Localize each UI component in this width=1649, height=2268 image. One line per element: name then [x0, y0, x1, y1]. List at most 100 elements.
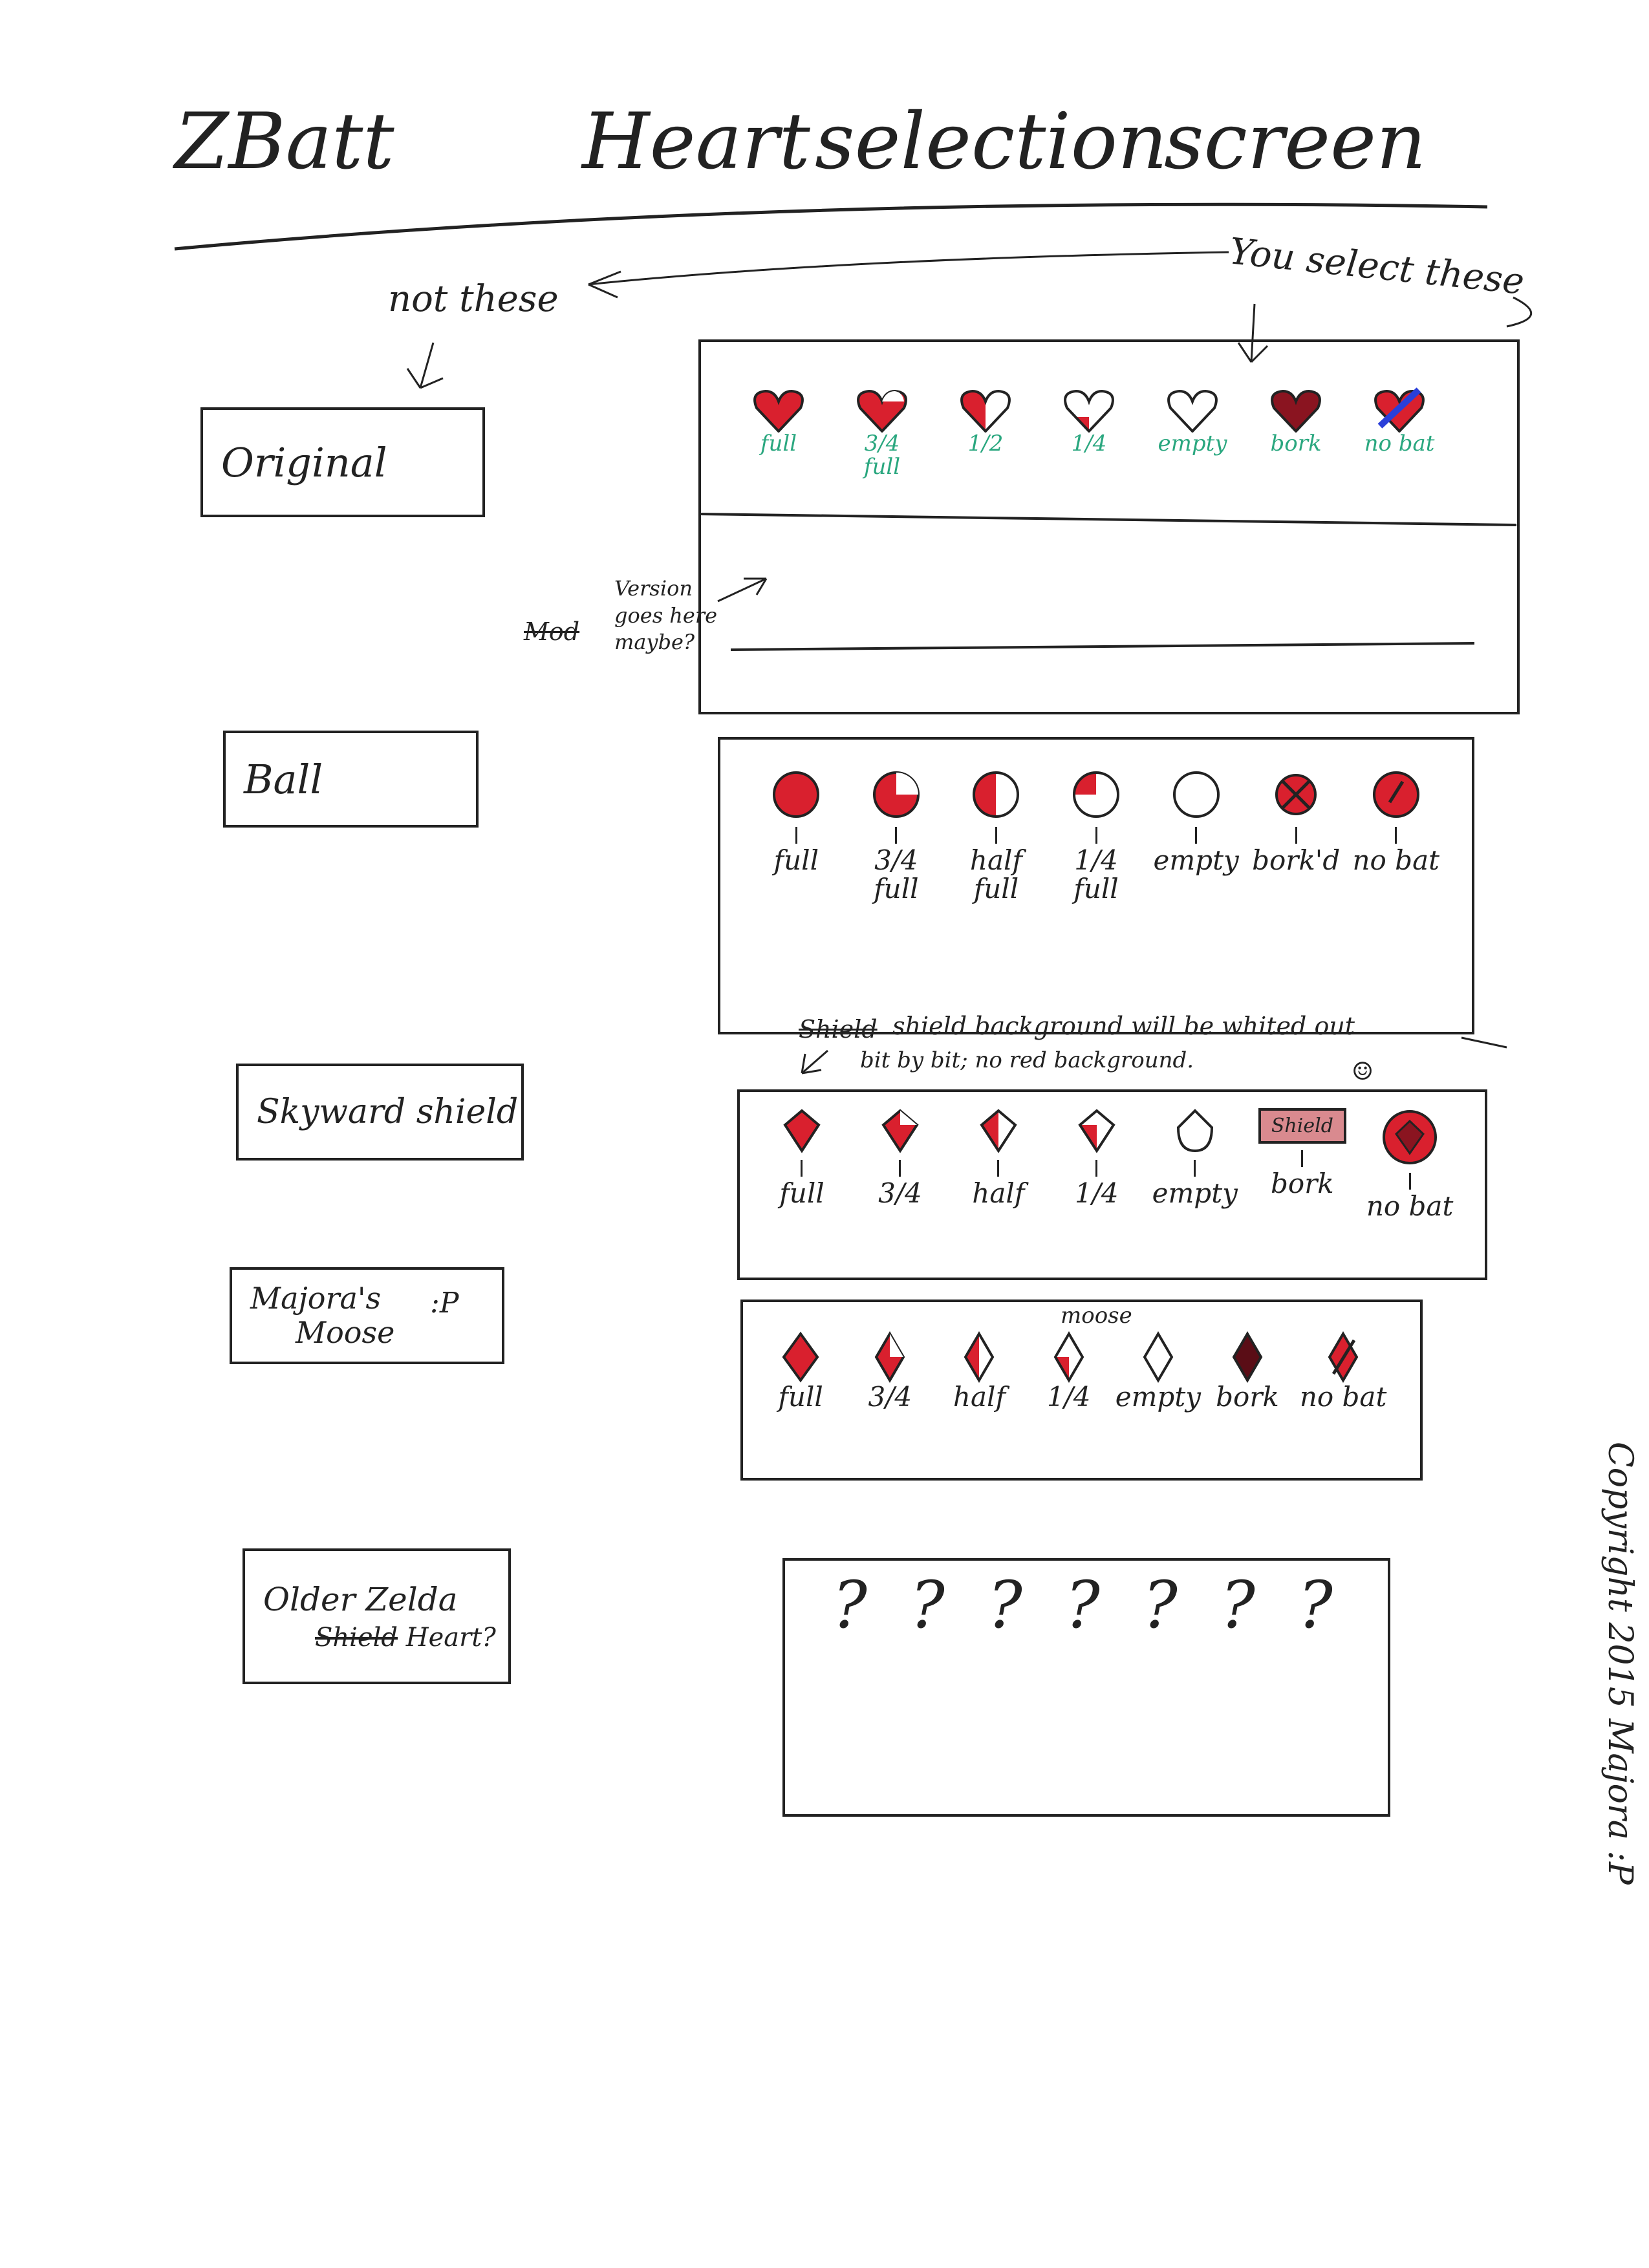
- panel-original[interactable]: full 3/4 full 1/2 1/4 empty bork no bat: [698, 339, 1520, 714]
- style-name-original[interactable]: Original: [200, 407, 485, 517]
- shield-note-strike: Shield: [799, 1015, 878, 1043]
- shield-note-line1: shield background will be whited out: [892, 1012, 1355, 1040]
- question-mark-icon[interactable]: ?: [1065, 1567, 1100, 1643]
- question-mark-icon[interactable]: ?: [1220, 1567, 1255, 1643]
- icon-cell[interactable]: full: [727, 387, 830, 478]
- heart-half-icon: [960, 389, 1011, 433]
- ball-three-quarter-icon: [872, 771, 920, 818]
- icon-label: full: [779, 1177, 824, 1209]
- title-selection: selection: [815, 97, 1168, 187]
- shield-quarter-icon: [1078, 1109, 1116, 1153]
- icon-cell[interactable]: bork'd: [1246, 769, 1346, 903]
- ball-empty-icon: [1172, 771, 1220, 818]
- ball-half-icon: [973, 771, 1020, 818]
- icon-cell[interactable]: 3/4 full: [846, 769, 947, 903]
- panel-ball[interactable]: full 3/4 full half full 1/4 full empty b…: [718, 737, 1474, 1034]
- icon-label: full: [778, 1381, 823, 1413]
- panel-older-zelda[interactable]: ? ? ? ? ? ? ?: [782, 1558, 1390, 1817]
- icon-label: empty: [1115, 1381, 1201, 1413]
- icon-cell[interactable]: bork: [1244, 387, 1348, 478]
- panel-skyward-shield[interactable]: full 3/4 half 1/4 empty Shield bork: [737, 1089, 1487, 1280]
- icon-cell[interactable]: 1/4: [1037, 387, 1141, 478]
- icon-cell[interactable]: empty: [1146, 1108, 1244, 1221]
- icon-cell[interactable]: half: [934, 1331, 1024, 1411]
- icon-cell[interactable]: empty: [1146, 769, 1246, 903]
- icon-label: half: [972, 1177, 1025, 1209]
- moose-no-bat-icon: [1328, 1331, 1359, 1383]
- not-these-note: not these: [388, 278, 559, 320]
- icon-label: empty: [1152, 1177, 1238, 1209]
- icon-cell[interactable]: 1/4: [1024, 1331, 1114, 1411]
- icon-cell[interactable]: 3/4: [851, 1108, 949, 1221]
- icon-row-majoras-moose: full 3/4 half 1/4 empty bork no bat: [756, 1331, 1394, 1411]
- title-heart: Heart: [582, 97, 810, 187]
- icon-label: full: [760, 431, 797, 456]
- icon-cell[interactable]: no bat: [1346, 769, 1446, 903]
- icon-row-older-zelda: ? ? ? ? ? ? ?: [811, 1567, 1362, 1643]
- style-name-line1: Older Zelda: [263, 1580, 458, 1618]
- question-mark-icon[interactable]: ?: [832, 1567, 867, 1643]
- icon-label: 1/4: [1046, 1381, 1091, 1413]
- icon-cell[interactable]: empty: [1114, 1331, 1203, 1411]
- style-name-line2: Shield Heart?: [263, 1621, 496, 1654]
- version-note: Version goes here maybe?: [614, 576, 718, 655]
- shield-full-icon: [783, 1109, 821, 1153]
- icon-label: bork: [1270, 431, 1322, 456]
- icon-label: half: [953, 1381, 1006, 1413]
- icon-cell[interactable]: bork: [1203, 1331, 1292, 1411]
- ball-quarter-icon: [1073, 771, 1120, 818]
- moose-half-icon: [964, 1331, 995, 1383]
- icon-label: 3/4 full: [874, 844, 919, 905]
- icon-cell[interactable]: half: [949, 1108, 1048, 1221]
- icon-cell[interactable]: 1/4 full: [1046, 769, 1147, 903]
- icon-label: 3/4: [868, 1381, 912, 1413]
- icon-label: empty: [1158, 431, 1227, 456]
- question-mark-icon[interactable]: ?: [910, 1567, 945, 1643]
- question-mark-icon[interactable]: ?: [1298, 1567, 1333, 1643]
- icon-label: no bat: [1364, 431, 1435, 456]
- heart-empty-icon: [1167, 389, 1218, 433]
- shield-note-line2: bit by bit; no red background.: [860, 1047, 1194, 1073]
- heart-three-quarter-icon: [857, 389, 907, 433]
- heart-quarter-icon: [1064, 389, 1114, 433]
- panel-majoras-moose[interactable]: full 3/4 half 1/4 empty bork no bat: [740, 1300, 1423, 1481]
- style-name-line1: Majora's: [250, 1281, 382, 1316]
- ball-full-icon: [773, 771, 820, 818]
- icon-cell[interactable]: Shield bork: [1244, 1108, 1361, 1221]
- moose-quarter-icon: [1053, 1331, 1084, 1383]
- version-strike: Mod: [524, 617, 580, 646]
- icon-label: 1/2: [967, 431, 1004, 456]
- moose-full-icon: [782, 1331, 819, 1383]
- icon-cell[interactable]: 1/4: [1048, 1108, 1146, 1221]
- heart-full-icon: [753, 389, 804, 433]
- icon-cell[interactable]: no bat: [1361, 1108, 1459, 1221]
- icon-cell[interactable]: full: [756, 1331, 845, 1411]
- icon-cell[interactable]: no bat: [1292, 1331, 1394, 1411]
- title-zbatt: ZBatt: [175, 97, 394, 187]
- icon-cell[interactable]: 3/4 full: [830, 387, 934, 478]
- icon-cell[interactable]: 1/2: [934, 387, 1037, 478]
- icon-label: no bat: [1366, 1190, 1454, 1222]
- style-name-majoras-moose[interactable]: Majora's Moose: [230, 1267, 504, 1364]
- icon-cell[interactable]: full: [753, 1108, 851, 1221]
- style-name-older-zelda[interactable]: Older Zelda Shield Heart?: [242, 1548, 511, 1684]
- question-mark-icon[interactable]: ?: [1143, 1567, 1178, 1643]
- style-name-skyward-shield[interactable]: Skyward shield: [236, 1064, 524, 1161]
- icon-label: bork: [1271, 1168, 1334, 1199]
- icon-cell[interactable]: 3/4: [845, 1331, 934, 1411]
- majoras-suffix: :P: [430, 1287, 459, 1320]
- icon-cell[interactable]: empty: [1141, 387, 1244, 478]
- moose-empty-icon: [1143, 1331, 1174, 1383]
- moose-label: moose: [1061, 1303, 1132, 1329]
- shield-empty-icon: [1176, 1109, 1213, 1153]
- icon-label: 1/4: [1071, 431, 1107, 456]
- icon-cell[interactable]: full: [746, 769, 846, 903]
- style-name-ball[interactable]: Ball: [223, 731, 479, 828]
- icon-cell[interactable]: half full: [946, 769, 1046, 903]
- icon-label: 3/4: [878, 1177, 922, 1209]
- question-mark-icon[interactable]: ?: [987, 1567, 1022, 1643]
- icon-label: empty: [1153, 844, 1239, 876]
- icon-cell[interactable]: no bat: [1348, 387, 1451, 478]
- smiley: ☺: [1352, 1057, 1374, 1086]
- shield-bork-icon: Shield: [1258, 1108, 1346, 1144]
